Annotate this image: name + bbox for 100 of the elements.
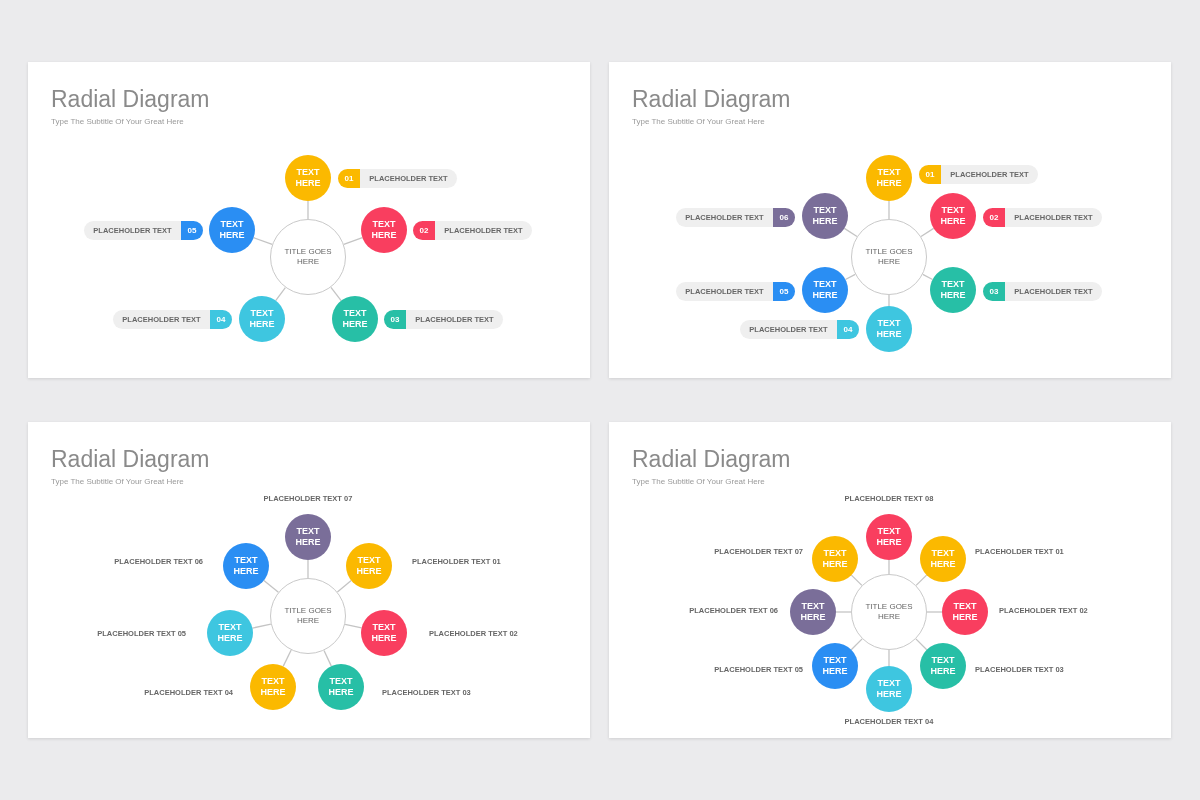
connector-line bbox=[251, 623, 272, 629]
slide-title: Radial Diagram bbox=[51, 88, 210, 111]
circle-label: TEXT HERE bbox=[232, 554, 260, 578]
connector-line bbox=[915, 574, 928, 587]
connector-line bbox=[330, 286, 342, 302]
label-pill bbox=[919, 164, 1038, 184]
connector-line bbox=[922, 273, 934, 281]
connector-line bbox=[843, 227, 858, 238]
connector-line bbox=[888, 649, 890, 667]
connector-line bbox=[850, 574, 863, 587]
circle-label: TEXT HERE bbox=[811, 278, 839, 302]
circle-label: TEXT HERE bbox=[327, 675, 355, 699]
connector-line bbox=[343, 237, 363, 245]
label-pill bbox=[113, 309, 232, 329]
center-title: TITLE GOES HERE bbox=[283, 247, 333, 267]
step-number: 01 bbox=[919, 164, 941, 184]
step-number: 05 bbox=[181, 220, 203, 240]
topic-circle bbox=[930, 193, 976, 239]
connector-line bbox=[253, 237, 273, 245]
slide-title: Radial Diagram bbox=[632, 448, 791, 471]
circle-label: TEXT HERE bbox=[929, 547, 957, 571]
slide-card bbox=[28, 422, 590, 738]
circle-label: TEXT HERE bbox=[929, 654, 957, 678]
connector-line bbox=[282, 649, 292, 667]
circle-label: TEXT HERE bbox=[939, 204, 967, 228]
label-pill bbox=[384, 309, 503, 329]
circle-label: TEXT HERE bbox=[370, 621, 398, 645]
topic-circle bbox=[285, 155, 331, 201]
connector-line bbox=[835, 611, 852, 613]
connector-line bbox=[344, 623, 363, 629]
connector-line bbox=[336, 579, 352, 593]
circle-label: TEXT HERE bbox=[259, 675, 287, 699]
step-number: 05 bbox=[773, 281, 795, 301]
circle-label: TEXT HERE bbox=[370, 218, 398, 242]
step-number: 04 bbox=[837, 319, 859, 339]
topic-circle bbox=[866, 666, 912, 712]
connector-line bbox=[920, 227, 935, 238]
topic-circle bbox=[866, 155, 912, 201]
label-pill bbox=[676, 281, 795, 301]
label-pill bbox=[413, 220, 532, 240]
topic-circle bbox=[332, 296, 378, 342]
slide-subtitle: Type The Subtitle Of Your Great Here bbox=[51, 118, 184, 126]
topic-circle bbox=[361, 610, 407, 656]
topic-circle bbox=[285, 514, 331, 560]
topic-circle bbox=[790, 589, 836, 635]
circle-label: TEXT HERE bbox=[248, 307, 276, 331]
slide-subtitle: Type The Subtitle Of Your Great Here bbox=[51, 478, 184, 486]
center-circle bbox=[851, 574, 927, 650]
connector-line bbox=[926, 611, 943, 613]
step-number: 03 bbox=[983, 281, 1005, 301]
center-circle bbox=[270, 578, 346, 654]
circle-label: TEXT HERE bbox=[875, 525, 903, 549]
topic-circle bbox=[802, 267, 848, 313]
step-number: 02 bbox=[983, 207, 1005, 227]
step-number: 02 bbox=[413, 220, 435, 240]
label-pill bbox=[983, 207, 1102, 227]
topic-circle bbox=[250, 664, 296, 710]
topic-circle bbox=[802, 193, 848, 239]
topic-circle bbox=[239, 296, 285, 342]
step-number: 03 bbox=[384, 309, 406, 329]
circle-label: TEXT HERE bbox=[821, 654, 849, 678]
slide-card bbox=[609, 422, 1171, 738]
topic-circle bbox=[930, 267, 976, 313]
circle-label: TEXT HERE bbox=[294, 525, 322, 549]
circle-label: TEXT HERE bbox=[875, 677, 903, 701]
circle-label: TEXT HERE bbox=[811, 204, 839, 228]
topic-circle bbox=[223, 543, 269, 589]
circle-label: TEXT HERE bbox=[355, 554, 383, 578]
topic-circle bbox=[920, 643, 966, 689]
topic-circle bbox=[346, 543, 392, 589]
center-title: TITLE GOES HERE bbox=[864, 247, 914, 267]
circle-label: TEXT HERE bbox=[951, 600, 979, 624]
topic-circle bbox=[361, 207, 407, 253]
label-pill bbox=[983, 281, 1102, 301]
topic-circle bbox=[866, 306, 912, 352]
step-number: 04 bbox=[210, 309, 232, 329]
connector-line bbox=[275, 286, 286, 302]
connector-line bbox=[323, 649, 332, 667]
label-pill bbox=[338, 168, 457, 188]
label-pill bbox=[676, 207, 795, 227]
connector-line bbox=[307, 559, 309, 579]
circle-label: TEXT HERE bbox=[875, 317, 903, 341]
connector-line bbox=[888, 559, 890, 575]
topic-circle bbox=[207, 610, 253, 656]
slide-subtitle: Type The Subtitle Of Your Great Here bbox=[632, 478, 765, 486]
connector-line bbox=[263, 579, 280, 593]
slide-card bbox=[28, 62, 590, 378]
center-title: TITLE GOES HERE bbox=[283, 606, 333, 626]
circle-label: TEXT HERE bbox=[939, 278, 967, 302]
circle-label: TEXT HERE bbox=[821, 547, 849, 571]
connector-line bbox=[888, 200, 890, 220]
circle-label: TEXT HERE bbox=[294, 166, 322, 190]
circle-label: TEXT HERE bbox=[216, 621, 244, 645]
circle-label: TEXT HERE bbox=[218, 218, 246, 242]
topic-circle bbox=[318, 664, 364, 710]
topic-circle bbox=[209, 207, 255, 253]
slide-card bbox=[609, 62, 1171, 378]
circle-label: TEXT HERE bbox=[875, 166, 903, 190]
topic-circle bbox=[942, 589, 988, 635]
topic-circle bbox=[866, 514, 912, 560]
